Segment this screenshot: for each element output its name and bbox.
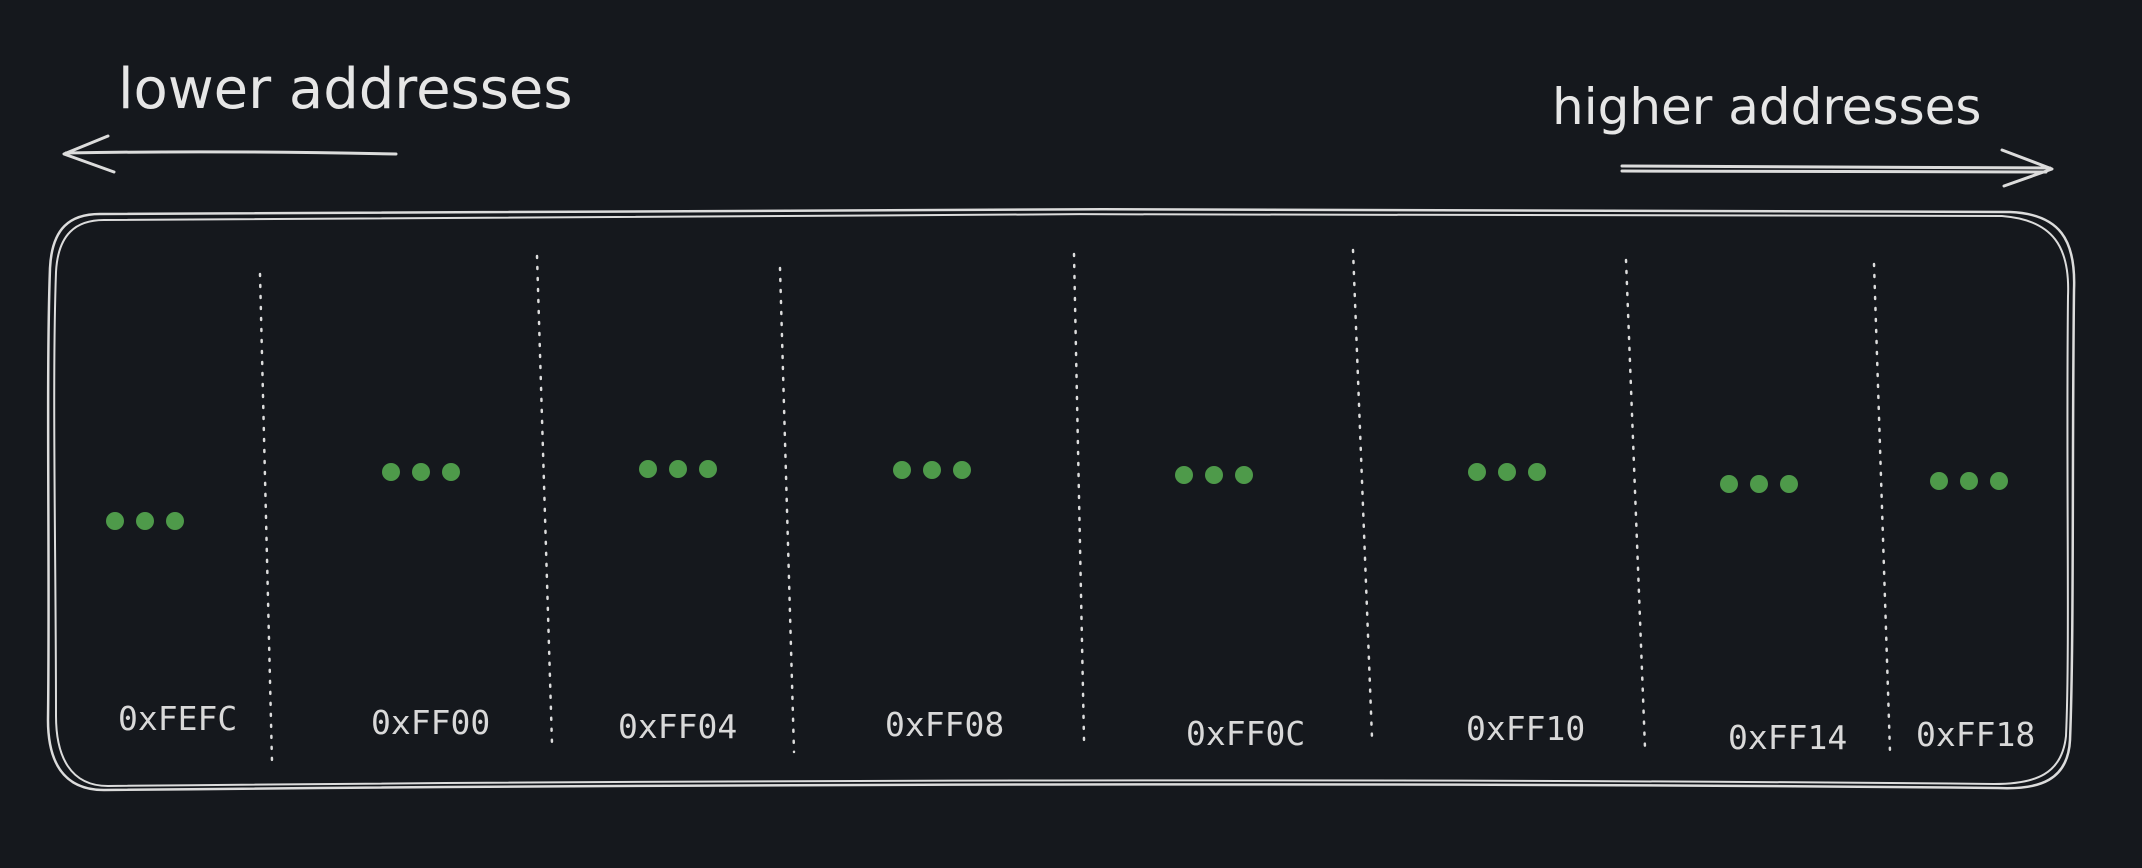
ellipsis-dot [669,460,687,478]
address-label: 0xFF08 [885,705,1004,744]
ellipsis-dot [1498,463,1516,481]
ellipsis-dot [1990,472,2008,490]
ellipsis-icon [106,512,184,530]
memory-cell: 0xFF14 [1720,475,1847,757]
ellipsis-dot [412,463,430,481]
memory-cell: 0xFF10 [1466,463,1585,748]
ellipsis-dot [1175,466,1193,484]
ellipsis-dot [1528,463,1546,481]
memory-cell: 0xFEFC [106,512,237,738]
ellipsis-icon [639,460,717,478]
lower-addresses-label: lower addresses [118,57,573,122]
higher-addresses-label: higher addresses [1552,78,1981,136]
ellipsis-dot [106,512,124,530]
memory-cell: 0xFF18 [1916,472,2035,754]
memory-cell: 0xFF08 [885,461,1004,744]
ellipsis-icon [1468,463,1546,481]
ellipsis-dot [1468,463,1486,481]
ellipsis-dot [1205,466,1223,484]
ellipsis-dot [136,512,154,530]
memory-box [46,207,2076,792]
ellipsis-dot [1750,475,1768,493]
memory-cell: 0xFF04 [618,460,737,746]
ellipsis-dot [166,512,184,530]
cell-dividers [258,248,1892,764]
memory-cells: 0xFEFC 0xFF00 0xFF04 0xFF08 0xFF0C 0xFF10 0xFF… [106,460,2035,757]
address-label: 0xFF04 [618,707,737,746]
ellipsis-icon [1175,466,1253,484]
ellipsis-icon [1720,475,1798,493]
ellipsis-dot [1930,472,1948,490]
ellipsis-dot [639,460,657,478]
ellipsis-dot [699,460,717,478]
ellipsis-dot [442,463,460,481]
ellipsis-icon [382,463,460,481]
address-label: 0xFF14 [1728,718,1847,757]
ellipsis-dot [953,461,971,479]
address-label: 0xFF18 [1916,715,2035,754]
memory-cell: 0xFF00 [371,463,490,742]
left-arrow-icon [62,134,398,174]
address-label: 0xFF10 [1466,709,1585,748]
right-arrow-icon [1620,148,2054,188]
ellipsis-icon [893,461,971,479]
ellipsis-dot [1960,472,1978,490]
ellipsis-dot [1235,466,1253,484]
address-label: 0xFEFC [118,699,237,738]
ellipsis-dot [923,461,941,479]
ellipsis-icon [1930,472,2008,490]
ellipsis-dot [893,461,911,479]
ellipsis-dot [1780,475,1798,493]
address-label: 0xFF0C [1186,714,1305,753]
memory-cell: 0xFF0C [1175,466,1305,753]
ellipsis-dot [1720,475,1738,493]
address-label: 0xFF00 [371,703,490,742]
ellipsis-dot [382,463,400,481]
